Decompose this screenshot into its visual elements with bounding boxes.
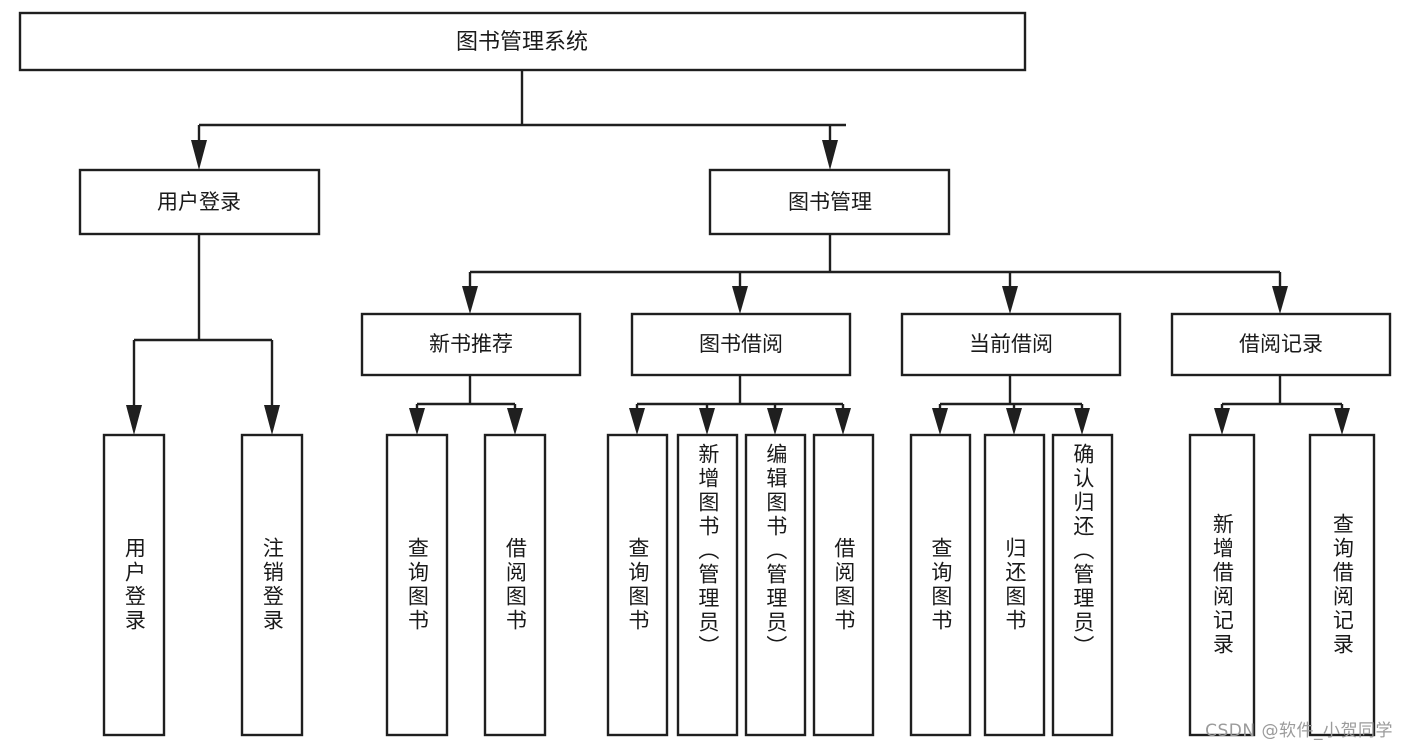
new-book-rec-label: 新书推荐	[429, 332, 513, 356]
leaf-box-borrow-query-book[interactable]	[606, 433, 669, 737]
leaf-box-current-query-book[interactable]	[909, 433, 972, 737]
leaf-box-record-query[interactable]	[1308, 433, 1376, 737]
book-manage-box[interactable]	[708, 168, 951, 236]
leaf-box-user-login[interactable]	[102, 433, 166, 737]
leaf-boxes-group	[102, 433, 1376, 737]
leaf-box-current-confirm-return[interactable]	[1051, 433, 1114, 737]
connector-group-book-borrow	[629, 375, 851, 435]
csdn-watermark: CSDN @软件_小贺同学	[1205, 721, 1393, 741]
node-current-borrow[interactable]: 当前借阅	[900, 312, 1122, 377]
user-login-box[interactable]	[78, 168, 321, 236]
arrow-head-leaf-borrow-add-book	[699, 408, 715, 435]
root-node-label: 图书管理系统	[456, 30, 588, 55]
current-borrow-label: 当前借阅	[969, 332, 1053, 356]
node-new-book-rec[interactable]: 新书推荐	[360, 312, 582, 377]
node-user-login[interactable]: 用户登录	[78, 168, 321, 236]
leaf-box-record-add[interactable]	[1188, 433, 1256, 737]
connector-group-current-borrow	[932, 375, 1090, 435]
arrow-head-leaf-borrow-edit-book	[767, 408, 783, 435]
arrow-head-new-book-rec	[462, 286, 478, 314]
leaf-box-user-logout[interactable]	[240, 433, 304, 737]
connector-group-user-login	[126, 234, 280, 435]
connector-group-new-book-rec	[409, 375, 523, 435]
node-book-borrow[interactable]: 图书借阅	[630, 312, 852, 377]
leaf-box-rec-borrow-book[interactable]	[483, 433, 547, 737]
arrow-head-leaf-current-confirm-return	[1074, 408, 1090, 435]
leaf-box-current-return-book[interactable]	[983, 433, 1046, 737]
node-borrow-record[interactable]: 借阅记录	[1170, 312, 1392, 377]
book-borrow-label: 图书借阅	[699, 332, 783, 356]
leaf-box-rec-query-book[interactable]	[385, 433, 449, 737]
arrow-head-leaf-current-return-book	[1006, 408, 1022, 435]
arrow-head-leaf-record-add	[1214, 408, 1230, 435]
leaf-box-borrow-add-book[interactable]	[676, 433, 739, 737]
borrow-record-label: 借阅记录	[1239, 332, 1323, 356]
arrow-head-leaf-borrow-borrow-book	[835, 408, 851, 435]
leaf-box-borrow-borrow-book[interactable]	[812, 433, 875, 737]
arrow-head-book-borrow	[732, 286, 748, 314]
connector-group-root	[191, 70, 846, 170]
current-borrow-box[interactable]	[900, 312, 1122, 377]
book-manage-label: 图书管理	[788, 190, 872, 214]
node-root-system[interactable]: 图书管理系统	[18, 11, 1027, 72]
arrow-head-user-login	[191, 140, 207, 170]
arrow-head-leaf-user-logout	[264, 405, 280, 435]
arrow-head-leaf-rec-borrow-book	[507, 408, 523, 435]
leaf-box-borrow-edit-book[interactable]	[744, 433, 807, 737]
arrow-head-leaf-rec-query-book	[409, 408, 425, 435]
user-login-label: 用户登录	[157, 190, 241, 214]
new-book-rec-box[interactable]	[360, 312, 582, 377]
connector-group-borrow-record	[1214, 375, 1350, 435]
arrow-head-borrow-record	[1272, 286, 1288, 314]
node-book-manage[interactable]: 图书管理	[708, 168, 951, 236]
borrow-record-box[interactable]	[1170, 312, 1392, 377]
arrow-head-leaf-record-query	[1334, 408, 1350, 435]
arrow-head-leaf-current-query-book	[932, 408, 948, 435]
arrow-head-current-borrow	[1002, 286, 1018, 314]
arrow-head-leaf-user-login	[126, 405, 142, 435]
root-node-box[interactable]	[18, 11, 1027, 72]
connector-group-book-manage	[462, 234, 1288, 314]
arrow-head-book-manage	[822, 140, 838, 170]
book-borrow-box[interactable]	[630, 312, 852, 377]
arrow-head-leaf-borrow-query-book	[629, 408, 645, 435]
